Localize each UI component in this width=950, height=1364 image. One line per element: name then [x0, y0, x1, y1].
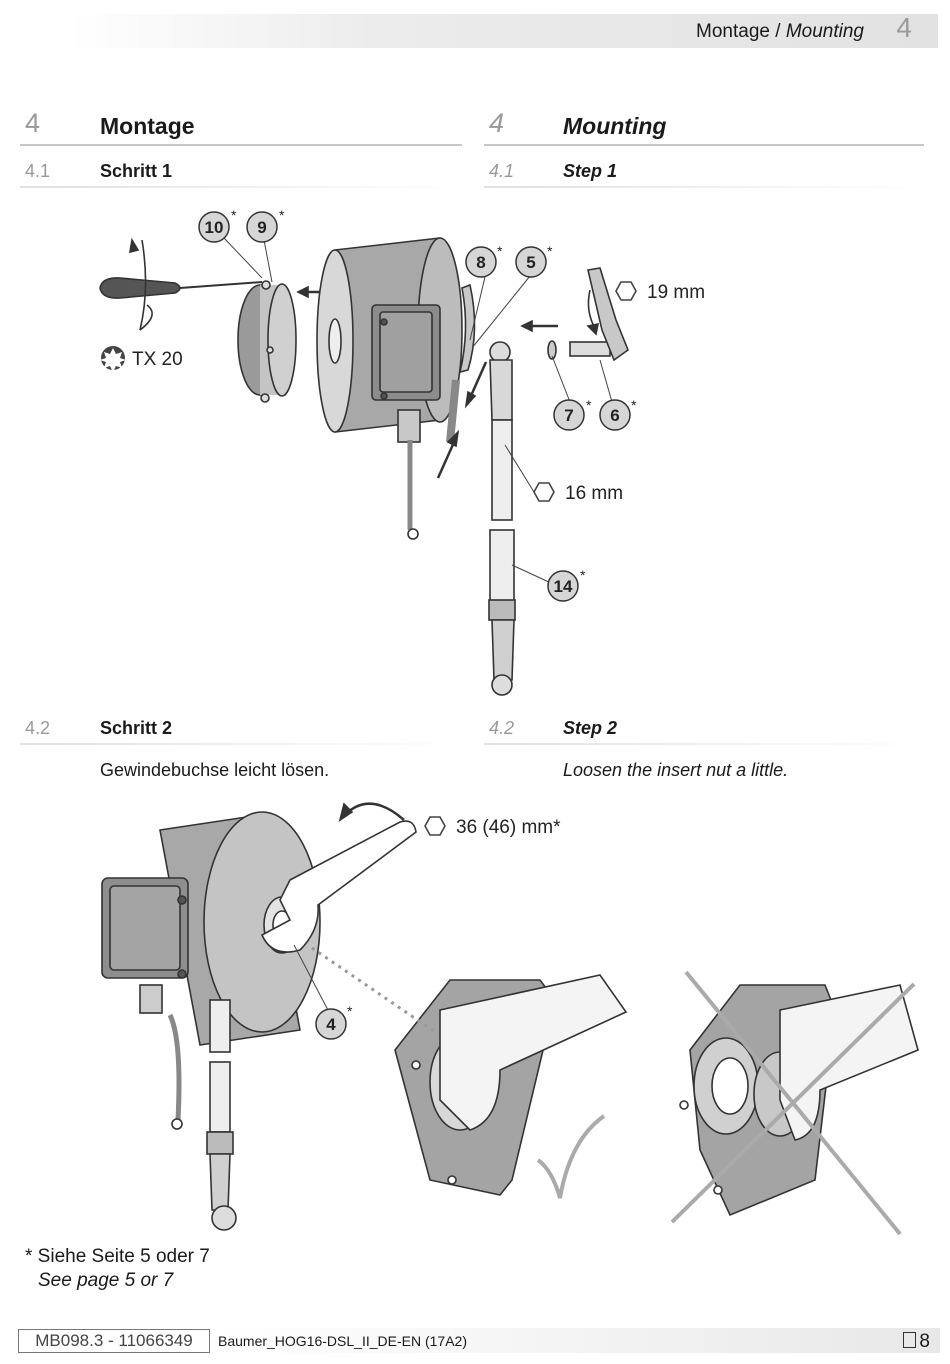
chapter-title-en: Mounting	[563, 113, 667, 139]
screwdriver-icon	[99, 237, 263, 331]
callout-14-circle	[547, 570, 579, 602]
bolt-drawing	[547, 267, 629, 362]
page-number: 8	[919, 1331, 930, 1352]
step-2-text-en: Loosen the insert nut a little.	[563, 760, 789, 780]
wrench-size-16: 16 mm	[565, 483, 623, 504]
section-number-1-en: 4.1	[489, 161, 515, 181]
wrench-drawing	[260, 820, 417, 953]
hex-nut-icon-36	[424, 816, 446, 836]
footnote-de: * Siehe Seite 5 oder 7	[25, 1246, 210, 1267]
section-number-2-en: 4.2	[489, 718, 515, 738]
callout-4: 4	[326, 1015, 336, 1034]
figure-step-1: 10 9 8 5 7 6 14 * * * * * * * TX 20 19 m…	[99, 207, 705, 696]
page-icon	[903, 1332, 917, 1348]
asterisk: *	[279, 207, 285, 223]
torx-icon	[100, 346, 126, 372]
callout-8-circle	[465, 246, 497, 278]
encoder-body-drawing	[316, 237, 463, 540]
cross-icon	[670, 970, 916, 1236]
callout-5: 5	[526, 253, 535, 272]
section-rule-2-en	[484, 743, 924, 745]
footer-doc-name: Baumer_HOG16-DSL_II_DE-EN (17A2)	[218, 1333, 467, 1349]
callout-6: 6	[610, 406, 619, 425]
torque-arm-drawing	[446, 283, 476, 443]
callout-10-circle	[198, 211, 230, 243]
asterisk: *	[231, 207, 237, 223]
footer-page: 8	[903, 1331, 930, 1353]
callout-9: 9	[257, 218, 266, 237]
detail-correct-drawing	[394, 974, 628, 1196]
callout-7: 7	[564, 406, 573, 425]
chapter-rule-de	[20, 144, 462, 146]
header-title: Montage / Mounting	[696, 21, 864, 42]
encoder-large-drawing	[101, 811, 321, 1231]
callout-10: 10	[205, 218, 224, 237]
section-number-1-de: 4.1	[25, 161, 51, 181]
figure-step-2: 4 * 36 (46) mm*	[101, 802, 919, 1236]
chapter-rule-en	[484, 144, 924, 146]
callout-5-circle	[515, 246, 547, 278]
checkmark-icon	[536, 1114, 606, 1199]
wrench-size-36: 36 (46) mm*	[456, 817, 561, 838]
header-chapter-number: 4	[896, 12, 912, 43]
callout-9-circle	[246, 211, 278, 243]
footer-band	[210, 1328, 940, 1353]
callout-14: 14	[554, 577, 573, 596]
asterisk: *	[347, 1003, 353, 1019]
callout-4-circle	[315, 1008, 347, 1040]
section-title-1-en: Step 1	[563, 161, 618, 181]
section-rule-1-de	[20, 186, 462, 188]
step-2-text-de: Gewindebuchse leicht lösen.	[100, 760, 330, 780]
hex-nut-icon-16	[533, 482, 555, 502]
rod-assembly-drawing	[488, 341, 516, 696]
callout-7-circle	[553, 399, 585, 431]
asterisk: *	[547, 243, 553, 259]
encoder-cover-drawing	[237, 280, 297, 403]
chapter-number-en: 4	[489, 108, 505, 138]
asterisk: *	[631, 397, 637, 413]
detail-leader-dotted	[311, 946, 439, 1036]
callout-8: 8	[476, 253, 485, 272]
asterisk: *	[586, 397, 592, 413]
section-title-1-de: Schritt 1	[100, 161, 173, 181]
asterisk: *	[580, 567, 586, 583]
chapter-number-de: 4	[25, 108, 41, 138]
section-rule-2-de	[20, 743, 462, 745]
asterisk: *	[497, 243, 503, 259]
footnote-en: See page 5 or 7	[38, 1270, 174, 1291]
torx-size-label: TX 20	[132, 349, 183, 370]
hex-nut-icon-19	[615, 281, 637, 301]
footer-doc-id: MB098.3 - 11066349	[18, 1329, 210, 1353]
section-rule-1-en	[484, 186, 924, 188]
detail-incorrect-drawing	[679, 984, 919, 1217]
section-title-2-en: Step 2	[563, 718, 618, 738]
header-band	[70, 14, 938, 48]
chapter-title-de: Montage	[100, 113, 195, 139]
section-number-2-de: 4.2	[25, 718, 51, 738]
callout-6-circle	[599, 399, 631, 431]
wrench-size-19: 19 mm	[647, 282, 705, 303]
section-title-2-de: Schritt 2	[100, 718, 173, 738]
